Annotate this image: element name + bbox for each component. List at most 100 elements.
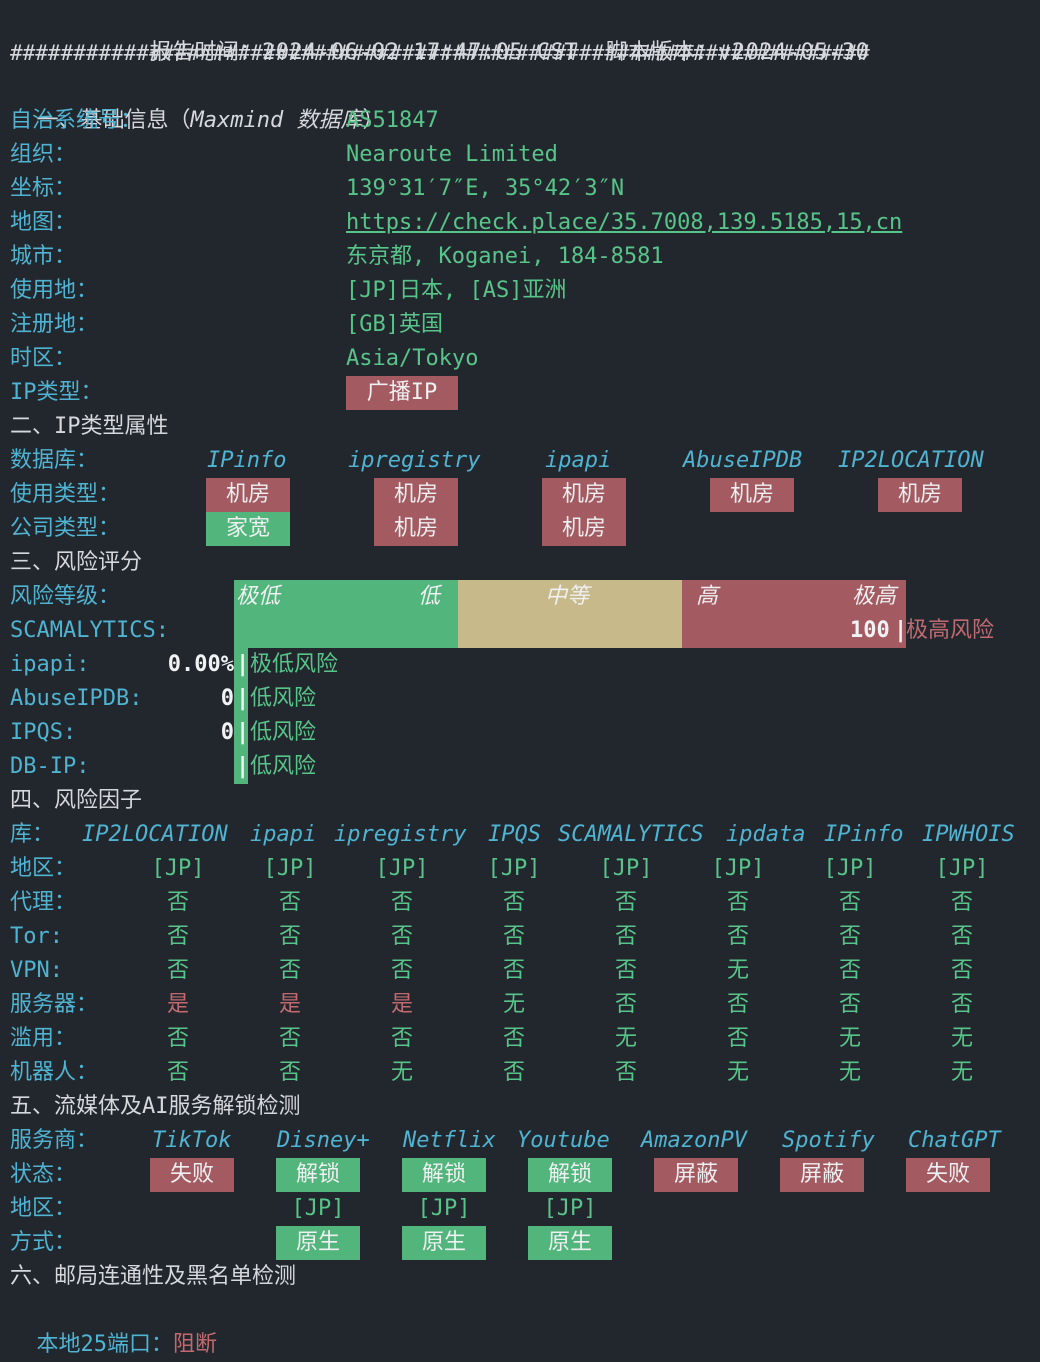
risk-factor-cell: [JP] [711, 856, 765, 881]
s5-status-label: 状态： [10, 1162, 77, 1187]
s1-value: Asia/Tokyo [346, 346, 479, 371]
s2-db-name: IP2LOCATION [838, 448, 984, 473]
risk-factor-cell: 否 [166, 1060, 189, 1085]
service-region: [JP] [291, 1196, 345, 1221]
risk-factor-cell: 否 [838, 890, 861, 915]
risk-score: 0 [220, 686, 234, 711]
risk-factor-cell: 否 [502, 958, 525, 983]
service-name: AmazonPV [641, 1128, 747, 1153]
risk-factor-cell: 否 [278, 1026, 301, 1051]
service-status-badge: 屏蔽 [654, 1158, 738, 1192]
scam-score: 100 [850, 618, 890, 643]
script-version-label: 脚本版本： [605, 40, 719, 65]
risk-factor-cell: 否 [390, 890, 413, 915]
company-type-badge: 机房 [542, 512, 626, 546]
risk-factor-cell: 否 [950, 958, 973, 983]
risk-factor-cell: 是 [278, 992, 301, 1017]
service-name: Spotify [782, 1128, 875, 1153]
s4-lib-label: 库： [10, 822, 55, 847]
risk-sep: | [236, 754, 250, 779]
risk-source-label: ipapi: [10, 652, 90, 677]
service-status-badge: 解锁 [276, 1158, 360, 1192]
script-version: v2024-05-30 [718, 40, 870, 65]
s1-value: 东京都, Koganei, 184-8581 [346, 244, 664, 269]
risk-source-label: AbuseIPDB: [10, 686, 143, 711]
section6-title: 六、邮局连通性及黑名单检测 [10, 1264, 297, 1289]
section3-title: 三、风险评分 [10, 550, 143, 575]
risk-factor-cell: 否 [390, 924, 413, 949]
company-type-badge: 机房 [374, 512, 458, 546]
s1-value: AS51847 [346, 108, 439, 133]
risk-level-label: 风险等级： [10, 584, 121, 609]
usage-type-badge: 机房 [206, 478, 290, 512]
risk-factor-cell: 否 [502, 1060, 525, 1085]
s4-row-label: 服务器： [10, 992, 99, 1017]
risk-level-1: 低 [418, 584, 441, 609]
s1-value: 139°31′7″E, 35°42′3″N [346, 176, 625, 201]
s2-db-name: ipapi [545, 448, 612, 473]
risk-level-4: 极高 [852, 584, 897, 609]
s5-provider-label: 服务商： [10, 1128, 99, 1153]
risk-bar-red [682, 580, 906, 648]
s4-row-label: 滥用： [10, 1026, 77, 1051]
risk-factor-cell: 否 [166, 1026, 189, 1051]
scam-risk-text: 极高风险 [906, 618, 995, 643]
service-name: Netflix [403, 1128, 496, 1153]
risk-sep: | [236, 652, 250, 677]
s4-row-label: 代理： [10, 890, 77, 915]
s2-db-name: IPinfo [207, 448, 287, 473]
s1-label: 组织： [10, 142, 77, 167]
s1-label: 注册地： [10, 312, 99, 337]
risk-factor-cell: 否 [278, 958, 301, 983]
usage-type-badge: 机房 [374, 478, 458, 512]
service-name: Youtube [517, 1128, 610, 1153]
risk-text: 低风险 [250, 720, 317, 745]
risk-factor-cell: 无 [838, 1026, 861, 1051]
risk-factor-cell: 否 [838, 992, 861, 1017]
s1-value: [GB]英国 [346, 312, 443, 337]
service-region: [JP] [417, 1196, 471, 1221]
risk-factor-cell: 否 [950, 890, 973, 915]
risk-factor-cell: 否 [614, 958, 637, 983]
s1-value: [JP]日本, [AS]亚洲 [346, 278, 567, 303]
section1-db-name: Maxmind 数据库 [190, 108, 363, 133]
risk-factor-cell: [JP] [263, 856, 317, 881]
s1-value: Nearoute Limited [346, 142, 558, 167]
risk-factor-cell: 无 [390, 1060, 413, 1085]
risk-factor-cell: [JP] [375, 856, 429, 881]
risk-factor-cell: [JP] [599, 856, 653, 881]
service-status-badge: 屏蔽 [780, 1158, 864, 1192]
risk-factor-cell: 否 [726, 1026, 749, 1051]
smtp-port-row: 本地25端口：阻断 [10, 1294, 218, 1357]
s1-label: 地图： [10, 210, 77, 235]
risk-factor-cell: 无 [950, 1026, 973, 1051]
service-name: TikTok [152, 1128, 232, 1153]
risk-factor-cell: 否 [726, 992, 749, 1017]
scam-sep: | [894, 618, 908, 643]
risk-factor-cell: 否 [838, 958, 861, 983]
s1-label: 时区： [10, 346, 77, 371]
risk-bar-stem [234, 648, 248, 784]
risk-factor-cell: 否 [614, 924, 637, 949]
risk-source-label: IPQS: [10, 720, 77, 745]
risk-level-2: 中等 [545, 584, 590, 609]
s4-row-label: VPN: [10, 958, 63, 983]
ip-type-label: IP类型： [10, 380, 103, 405]
risk-factor-cell: 是 [166, 992, 189, 1017]
risk-factor-cell: 无 [726, 1060, 749, 1085]
risk-factor-cell: 是 [390, 992, 413, 1017]
risk-factor-cell: 无 [838, 1060, 861, 1085]
risk-factor-cell: 无 [502, 992, 525, 1017]
service-name: ChatGPT [908, 1128, 1001, 1153]
risk-factor-cell: 否 [950, 924, 973, 949]
risk-factor-cell: 否 [726, 924, 749, 949]
s4-db-name: IPWHOIS [922, 822, 1015, 847]
usage-type-badge: 机房 [878, 478, 962, 512]
report-time-label: 报告时间： [149, 40, 263, 65]
risk-factor-cell: 否 [838, 924, 861, 949]
s2-company-label: 公司类型： [10, 516, 121, 541]
s4-db-name: ipregistry [334, 822, 467, 847]
risk-score: 0 [220, 720, 234, 745]
service-method-badge: 原生 [402, 1226, 486, 1260]
risk-factor-cell: [JP] [823, 856, 877, 881]
